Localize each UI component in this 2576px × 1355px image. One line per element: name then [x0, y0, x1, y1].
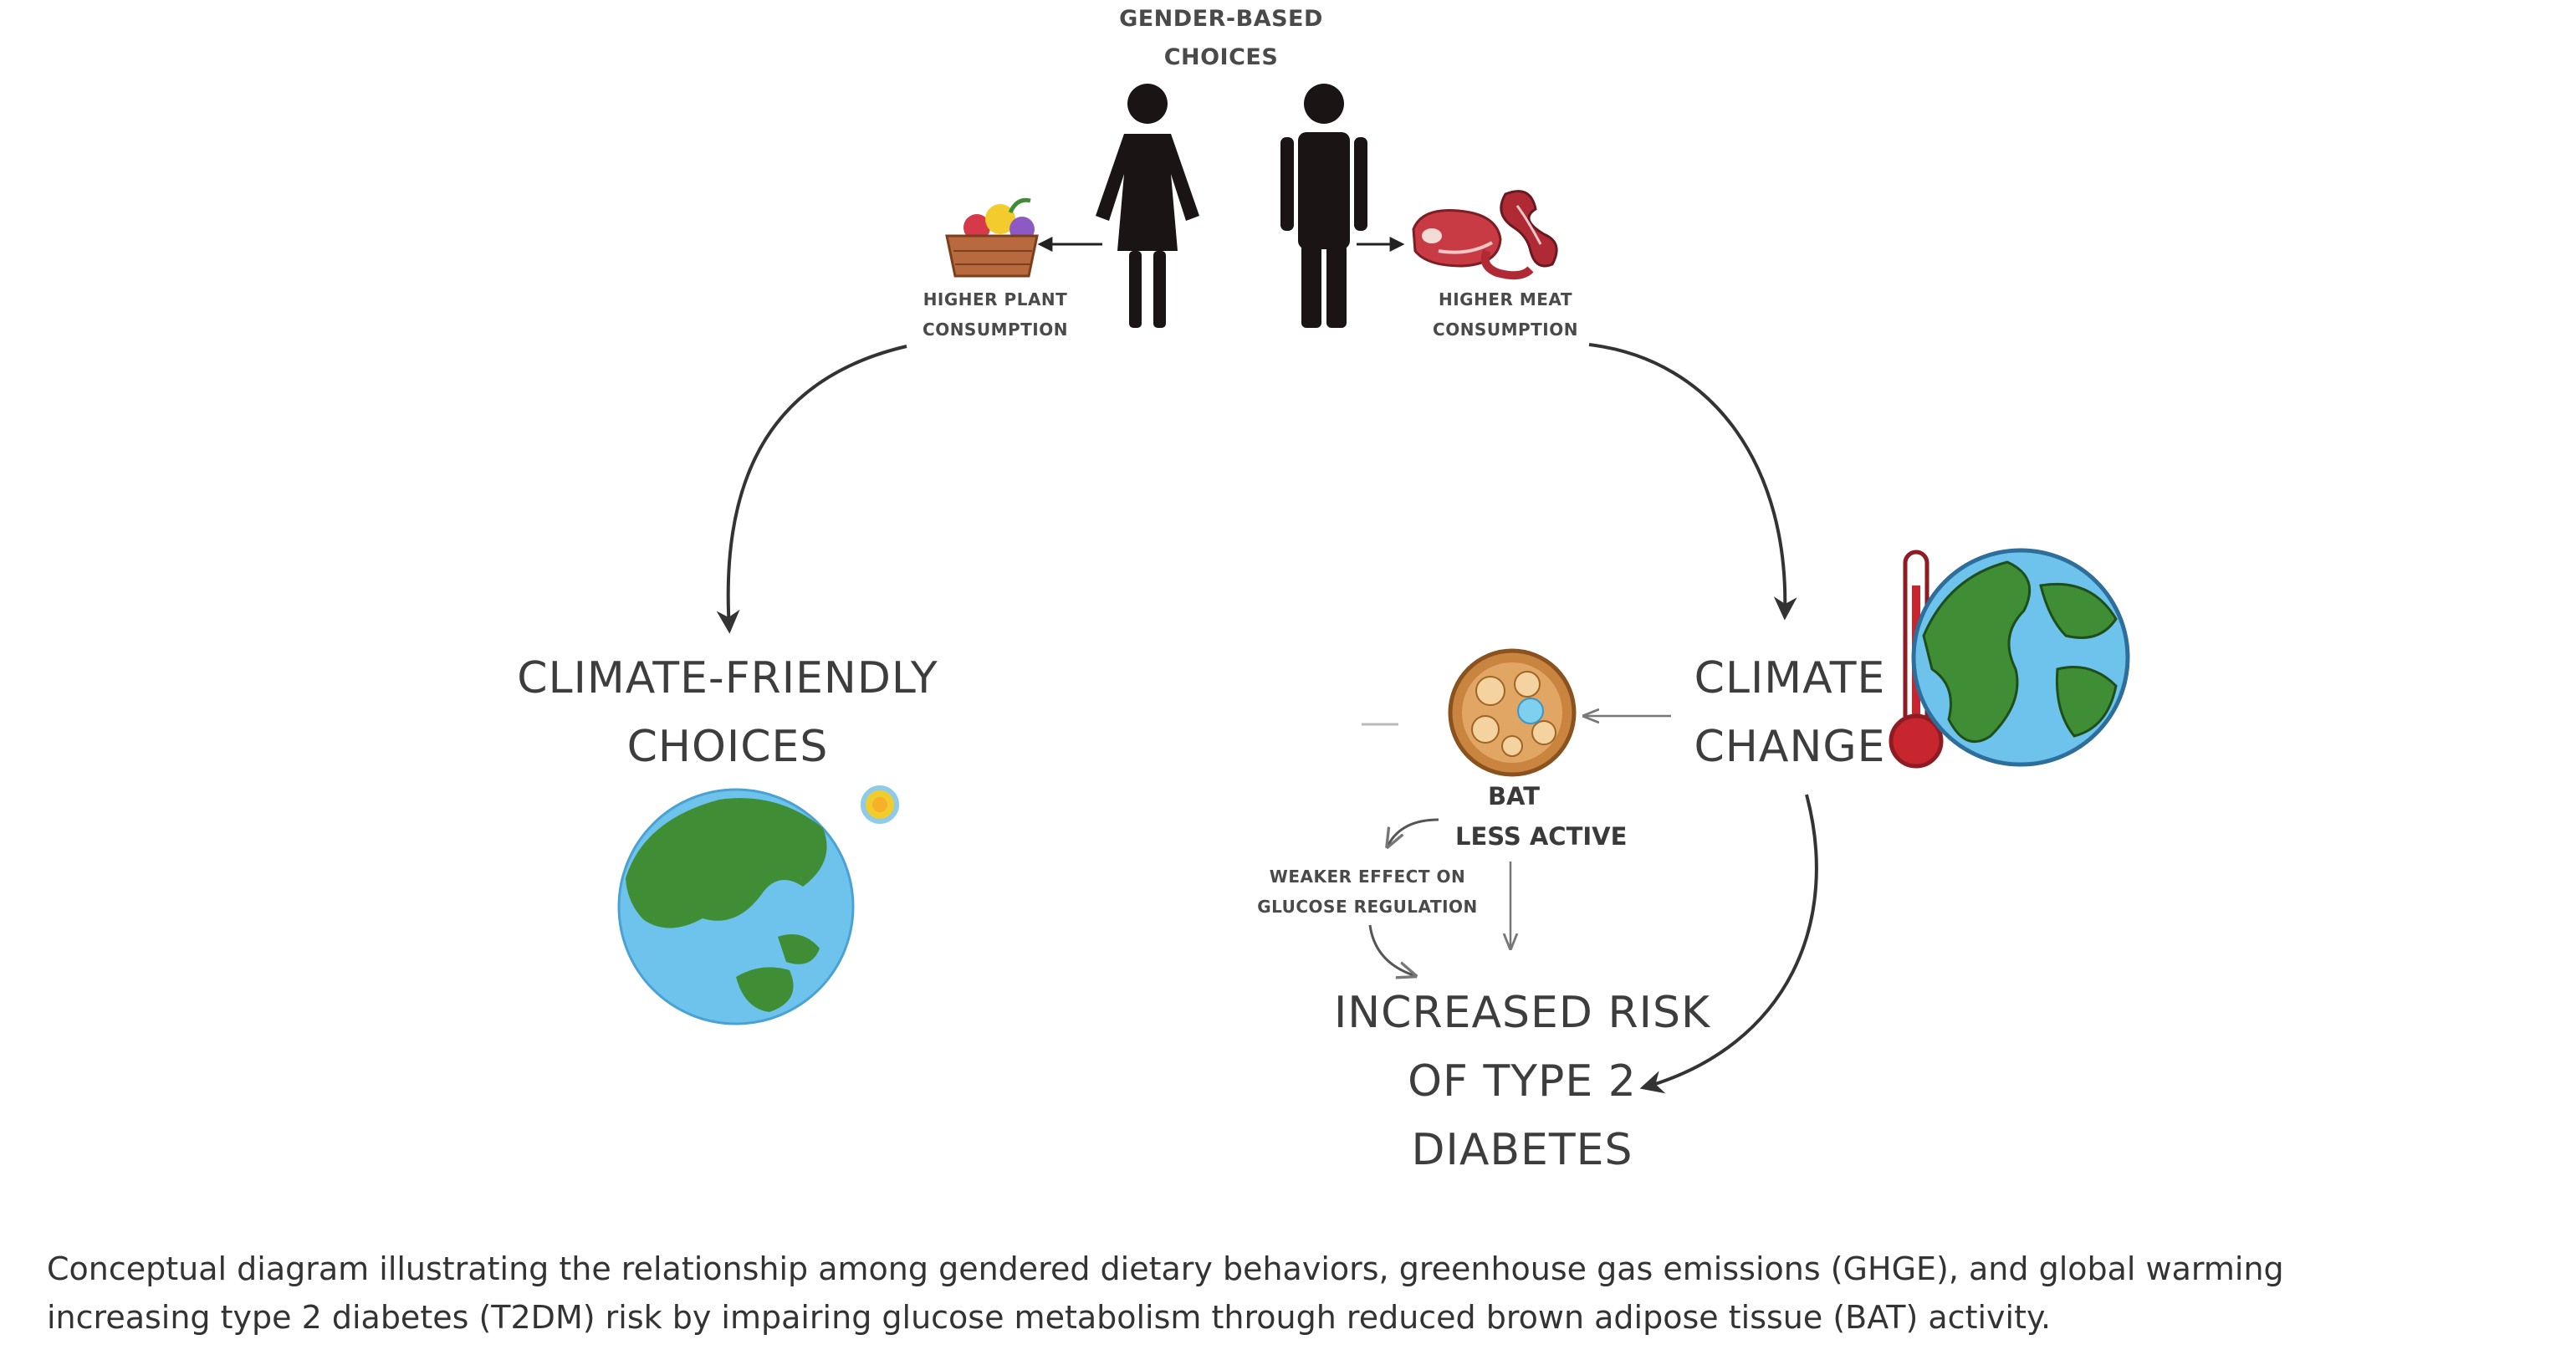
hollow-arrow-to-weaker	[1388, 818, 1439, 845]
weaker-label-line1: WEAKER EFFECT ON	[1269, 867, 1466, 887]
man-icon	[1280, 84, 1367, 328]
meat-label-line2: CONSUMPTION	[1433, 320, 1578, 340]
earth-globe-icon	[617, 788, 855, 1025]
risk-label-line3: DIABETES	[1411, 1125, 1633, 1175]
plant-label-line1: HIGHER PLANT	[923, 289, 1068, 309]
caption-line1: Conceptual diagram illustrating the rela…	[47, 1250, 2284, 1287]
brown-adipose-cell-icon	[1448, 648, 1577, 777]
gender-based-choices-label: GENDER-BASED CHOICES	[1071, 0, 1372, 77]
friendly-label-line2: CHOICES	[626, 722, 829, 772]
plant-label-line2: CONSUMPTION	[923, 320, 1068, 340]
risk-label-line1: INCREASED RISK	[1333, 988, 1711, 1038]
higher-meat-consumption-label: HIGHER MEAT CONSUMPTION	[1405, 284, 1606, 345]
vegetable-basket-icon	[945, 197, 1039, 278]
bat-less-active-label: BAT LESS ACTIVE	[1422, 776, 1628, 856]
gender-label-line1: GENDER-BASED	[1119, 6, 1323, 32]
increased-risk-type2-diabetes-label: INCREASED RISK OF TYPE 2 DIABETES	[1296, 979, 1748, 1184]
woman-icon	[1096, 84, 1199, 328]
meat-icon	[1412, 190, 1558, 280]
climate-friendly-choices-label: CLIMATE-FRIENDLY CHOICES	[468, 644, 987, 781]
bat-label-line2: LESS ACTIVE	[1455, 822, 1628, 851]
meat-label-line1: HIGHER MEAT	[1439, 289, 1572, 309]
hollow-arrow-to-risk	[1368, 924, 1413, 975]
higher-plant-consumption-label: HIGHER PLANT CONSUMPTION	[895, 284, 1096, 345]
climate-label-line2: CHANGE	[1694, 722, 1886, 772]
weaker-glucose-regulation-label: WEAKER EFFECT ON GLUCOSE REGULATION	[1229, 862, 1505, 922]
risk-label-line2: OF TYPE 2	[1408, 1056, 1637, 1107]
friendly-label-line1: CLIMATE-FRIENDLY	[517, 653, 938, 703]
bat-label-line1: BAT	[1487, 782, 1541, 810]
climate-label-line1: CLIMATE	[1694, 653, 1886, 703]
arrow-meat-to-climate	[1588, 343, 1797, 621]
sun-icon	[861, 785, 899, 824]
caption-line2: increasing type 2 diabetes (T2DM) risk b…	[47, 1299, 2052, 1336]
arrow-plant-to-friendly	[716, 345, 907, 634]
weaker-label-line2: GLUCOSE REGULATION	[1257, 897, 1478, 917]
earth-globe-icon	[1911, 548, 2130, 767]
gender-label-line2: CHOICES	[1163, 44, 1279, 70]
arrow-climate-to-risk	[1639, 794, 1818, 1094]
climate-change-label: CLIMATE CHANGE	[1664, 644, 1915, 781]
figure-caption: Conceptual diagram illustrating the rela…	[47, 1245, 2556, 1342]
